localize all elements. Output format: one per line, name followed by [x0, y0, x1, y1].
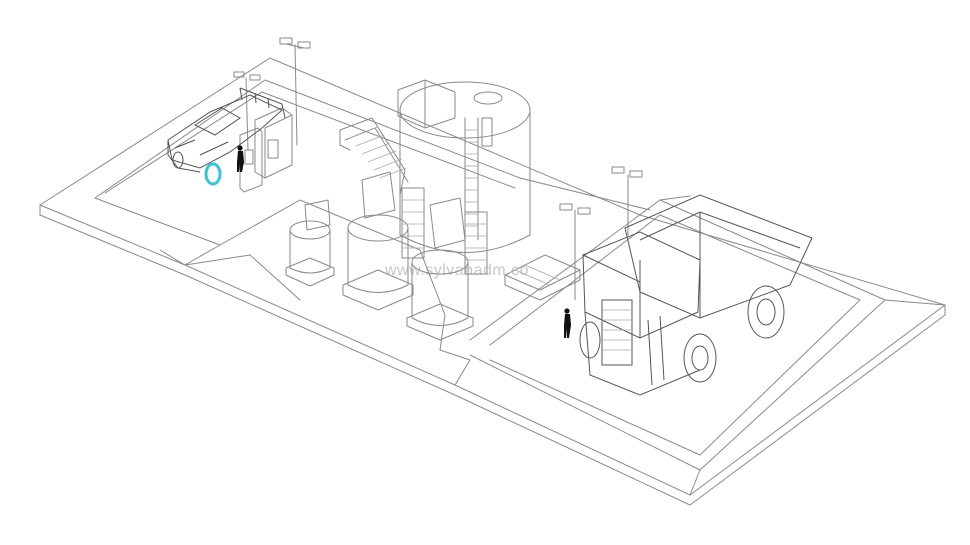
light-pole-2 [233, 71, 261, 151]
truck-wheel-rear [172, 151, 184, 169]
truck-wheel-front [204, 162, 222, 186]
light-pole-1 [279, 37, 311, 146]
large-storage-tank [397, 79, 531, 253]
haul-truck-front-wheel [683, 333, 717, 383]
tank-hatch [473, 91, 503, 105]
small-tank-2 [342, 171, 414, 311]
person-figure-1 [237, 145, 244, 172]
pickup-truck [167, 87, 286, 186]
containment-berm [39, 57, 946, 506]
light-pole-4 [559, 203, 591, 301]
person-figure-2 [564, 308, 571, 338]
watermark-text: www.sylvanadm.co [384, 262, 529, 279]
small-tank-1 [285, 199, 335, 287]
access-stair [339, 117, 409, 196]
haul-truck-rear-wheel [747, 285, 785, 339]
cage-ladders [401, 187, 488, 275]
haul-truck [579, 194, 813, 396]
fuel-dispenser [239, 107, 293, 193]
light-pole-3 [611, 166, 643, 236]
loading-walkway [504, 254, 581, 301]
